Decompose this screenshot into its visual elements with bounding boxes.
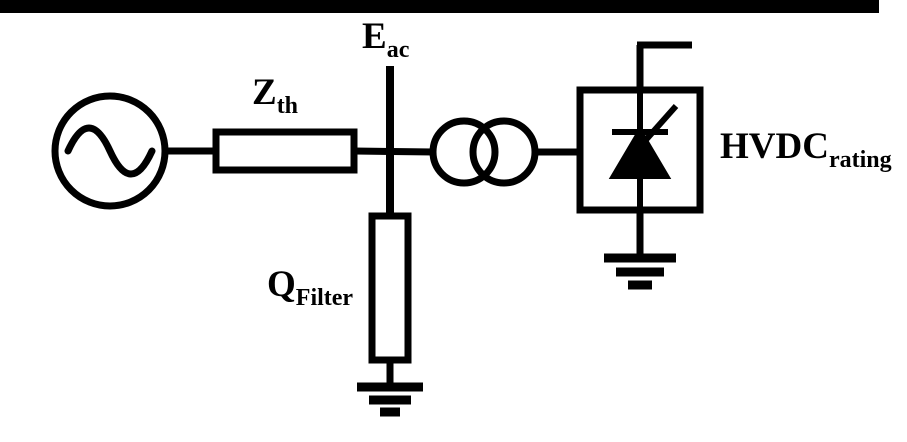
label-q-filter: QFilter	[267, 266, 353, 310]
transformer-winding-left	[429, 117, 499, 187]
converter-ground-icon	[604, 210, 676, 290]
valve-gate-slash	[641, 104, 679, 144]
transformer-icon	[429, 117, 539, 187]
label-z-th: Zth	[252, 74, 298, 118]
label-q-filter-sub: Filter	[295, 285, 354, 311]
label-e-ac: Eac	[362, 18, 409, 62]
label-e-ac-sub: ac	[386, 37, 410, 63]
label-z-th-main: Z	[252, 72, 277, 113]
window-top-bar	[0, 0, 879, 13]
filter-ground-icon	[357, 382, 423, 417]
label-z-th-sub: th	[276, 93, 299, 119]
shunt-filter-branch	[357, 151, 423, 417]
thevenin-impedance-icon	[212, 128, 358, 174]
ac-voltage-source-icon	[51, 92, 169, 210]
label-e-ac-main: E	[362, 16, 387, 57]
transformer-winding-right	[469, 117, 539, 187]
dc-line	[636, 41, 692, 90]
label-hvdc-main: HVDC	[720, 126, 829, 167]
sine-wave-icon	[64, 124, 156, 178]
thyristor-valve-icon	[608, 90, 679, 210]
label-q-filter-main: Q	[267, 264, 296, 305]
label-hvdc-sub: rating	[828, 147, 892, 173]
filter-impedance-icon	[368, 212, 412, 364]
label-hvdc-rating: HVDCrating	[720, 128, 892, 172]
valve-triangle	[608, 126, 672, 179]
